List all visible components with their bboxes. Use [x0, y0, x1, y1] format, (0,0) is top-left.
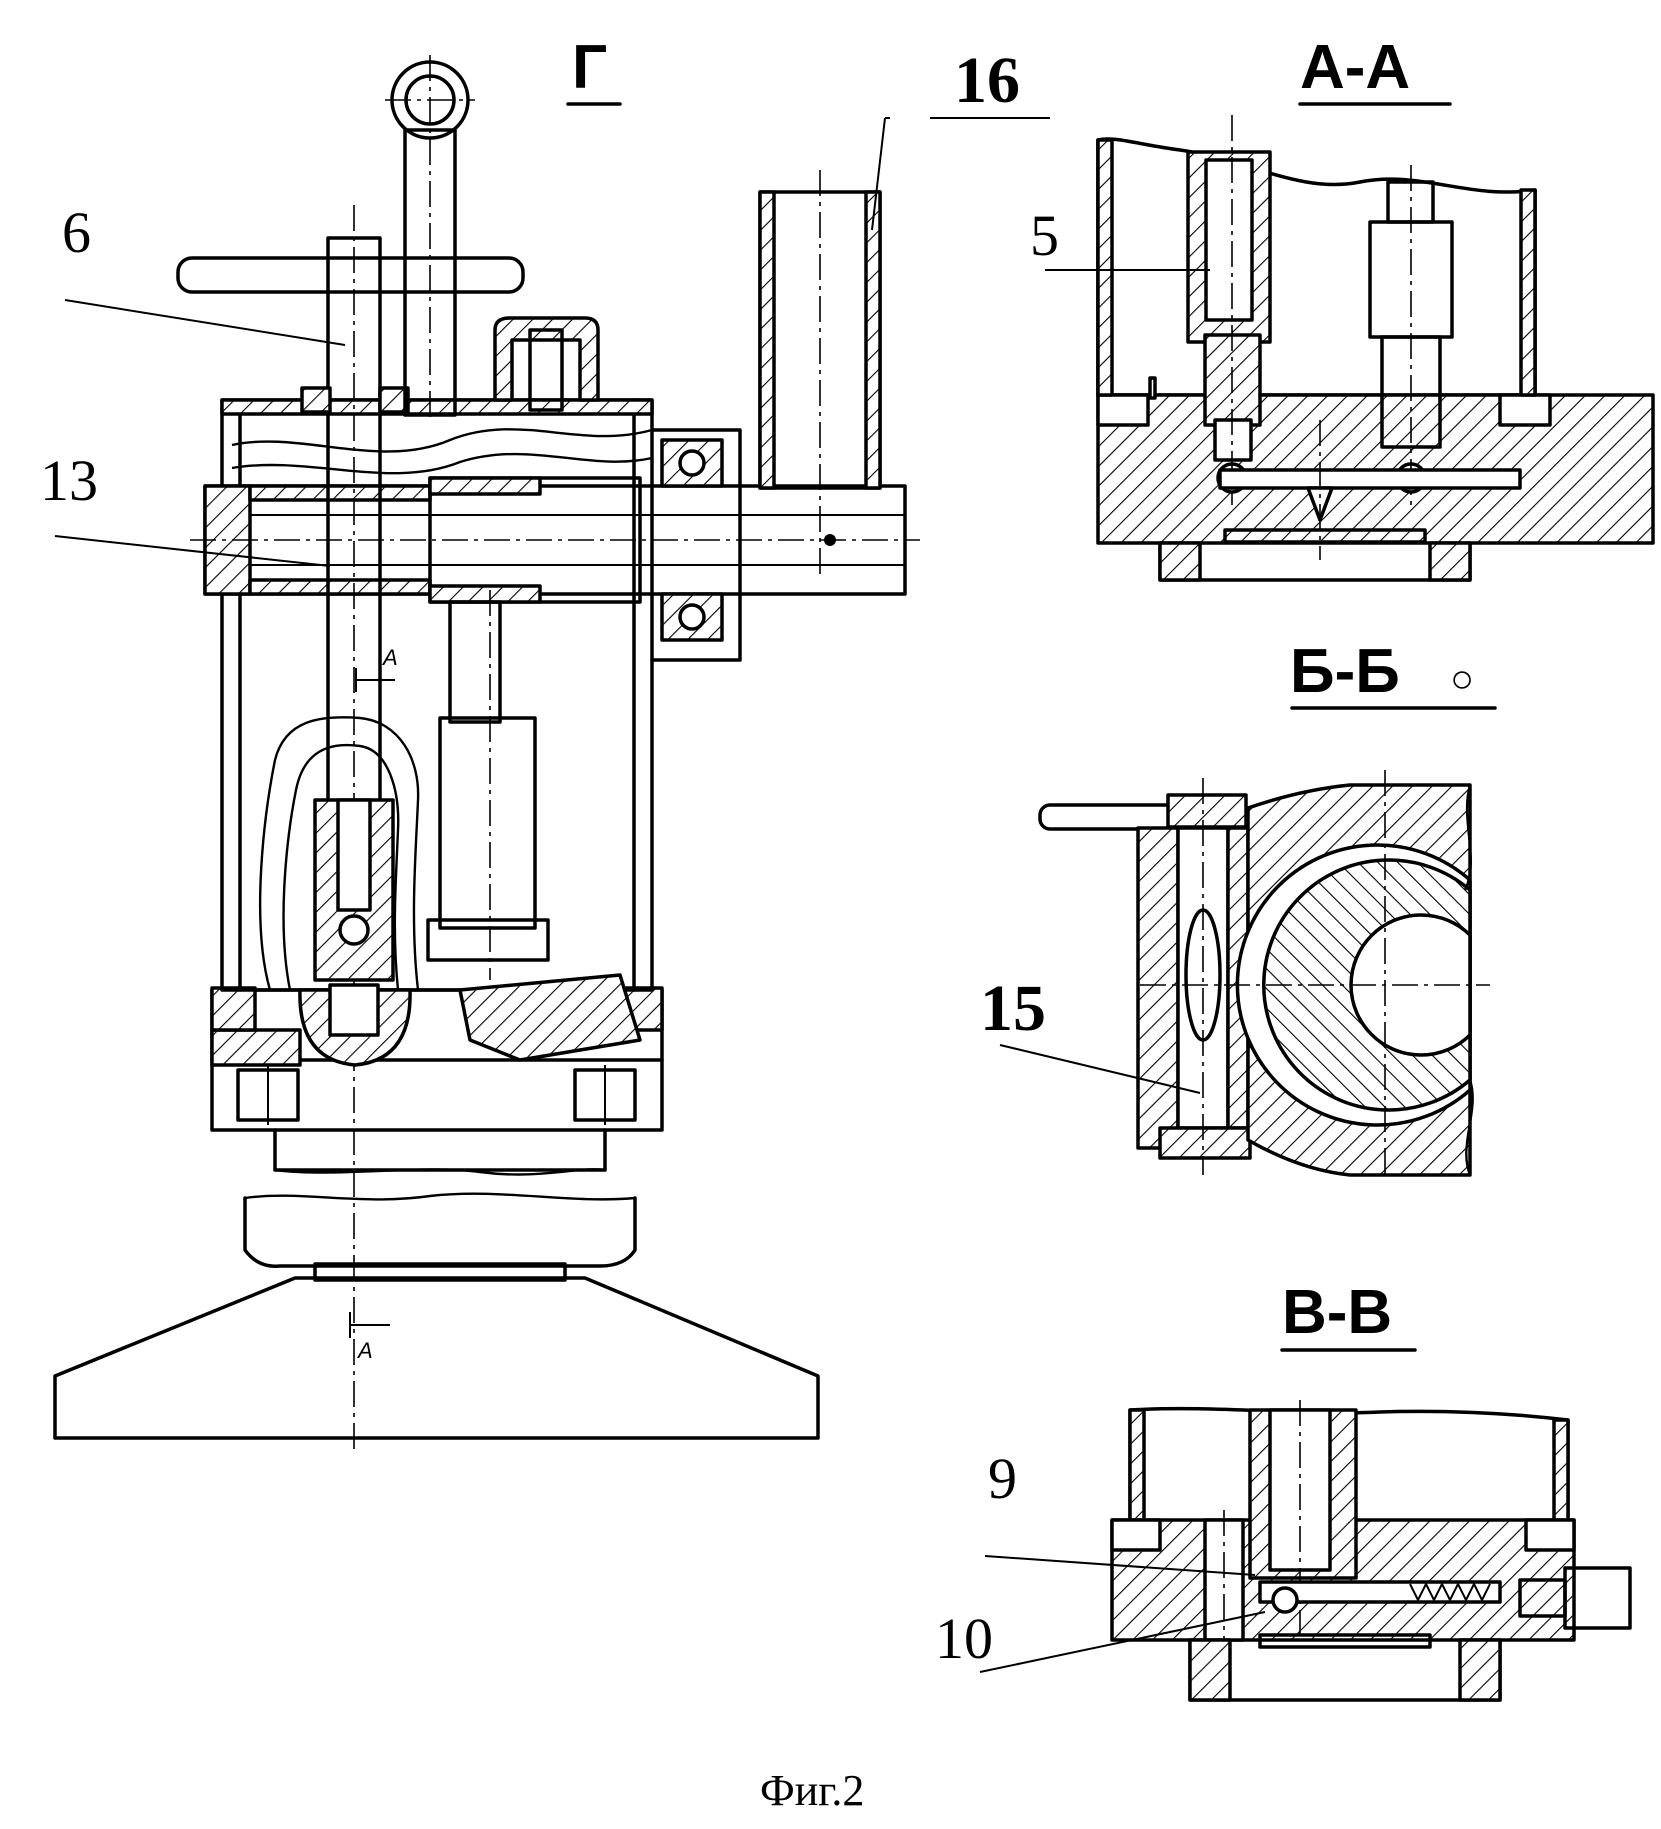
- section-mark-a-lower: A: [356, 1338, 373, 1363]
- leader-6: [64, 299, 346, 346]
- callout-9: 9: [988, 1446, 1017, 1511]
- main-view: A A: [53, 55, 1050, 1450]
- callout-6: 6: [62, 200, 91, 265]
- callout-16: 16: [954, 44, 1020, 117]
- valve-body: [438, 716, 537, 930]
- section-title-vv: В-В: [1282, 1278, 1392, 1347]
- base-housing: [243, 1196, 637, 1268]
- leader-15: [999, 1044, 1201, 1094]
- section-bb: [999, 770, 1490, 1180]
- break-line-lower: [244, 1192, 636, 1201]
- bb-plate: [1136, 826, 1180, 1150]
- top-cover: [220, 398, 654, 416]
- break-line-upper: [274, 1168, 606, 1176]
- bottom-block: [458, 973, 642, 1062]
- callout-10: 10: [935, 1606, 993, 1671]
- callout-5: 5: [1030, 203, 1059, 268]
- section-aa: [1045, 115, 1655, 582]
- section-mark-a-upper: A: [381, 645, 398, 670]
- rotation-mark: ○: [1450, 656, 1474, 701]
- cap-nut: [493, 316, 600, 402]
- leader-13: [54, 535, 331, 567]
- view-title-g: Г: [572, 33, 607, 102]
- section-title-aa: А-А: [1300, 33, 1410, 102]
- callout-13: 13: [40, 448, 98, 513]
- figure-caption: Фиг.2: [760, 1766, 864, 1815]
- base-plate: [53, 1276, 820, 1440]
- vv-spring: [1409, 1581, 1491, 1603]
- callout-15: 15: [980, 972, 1046, 1045]
- leader-9: [984, 1555, 1256, 1576]
- base-collar: [313, 1262, 567, 1282]
- leader-16: [871, 117, 886, 231]
- leader-10: [979, 1611, 1266, 1673]
- handle-bar: [176, 256, 525, 294]
- section-title-bb: Б-Б: [1290, 637, 1400, 706]
- section-vv: [979, 1400, 1632, 1702]
